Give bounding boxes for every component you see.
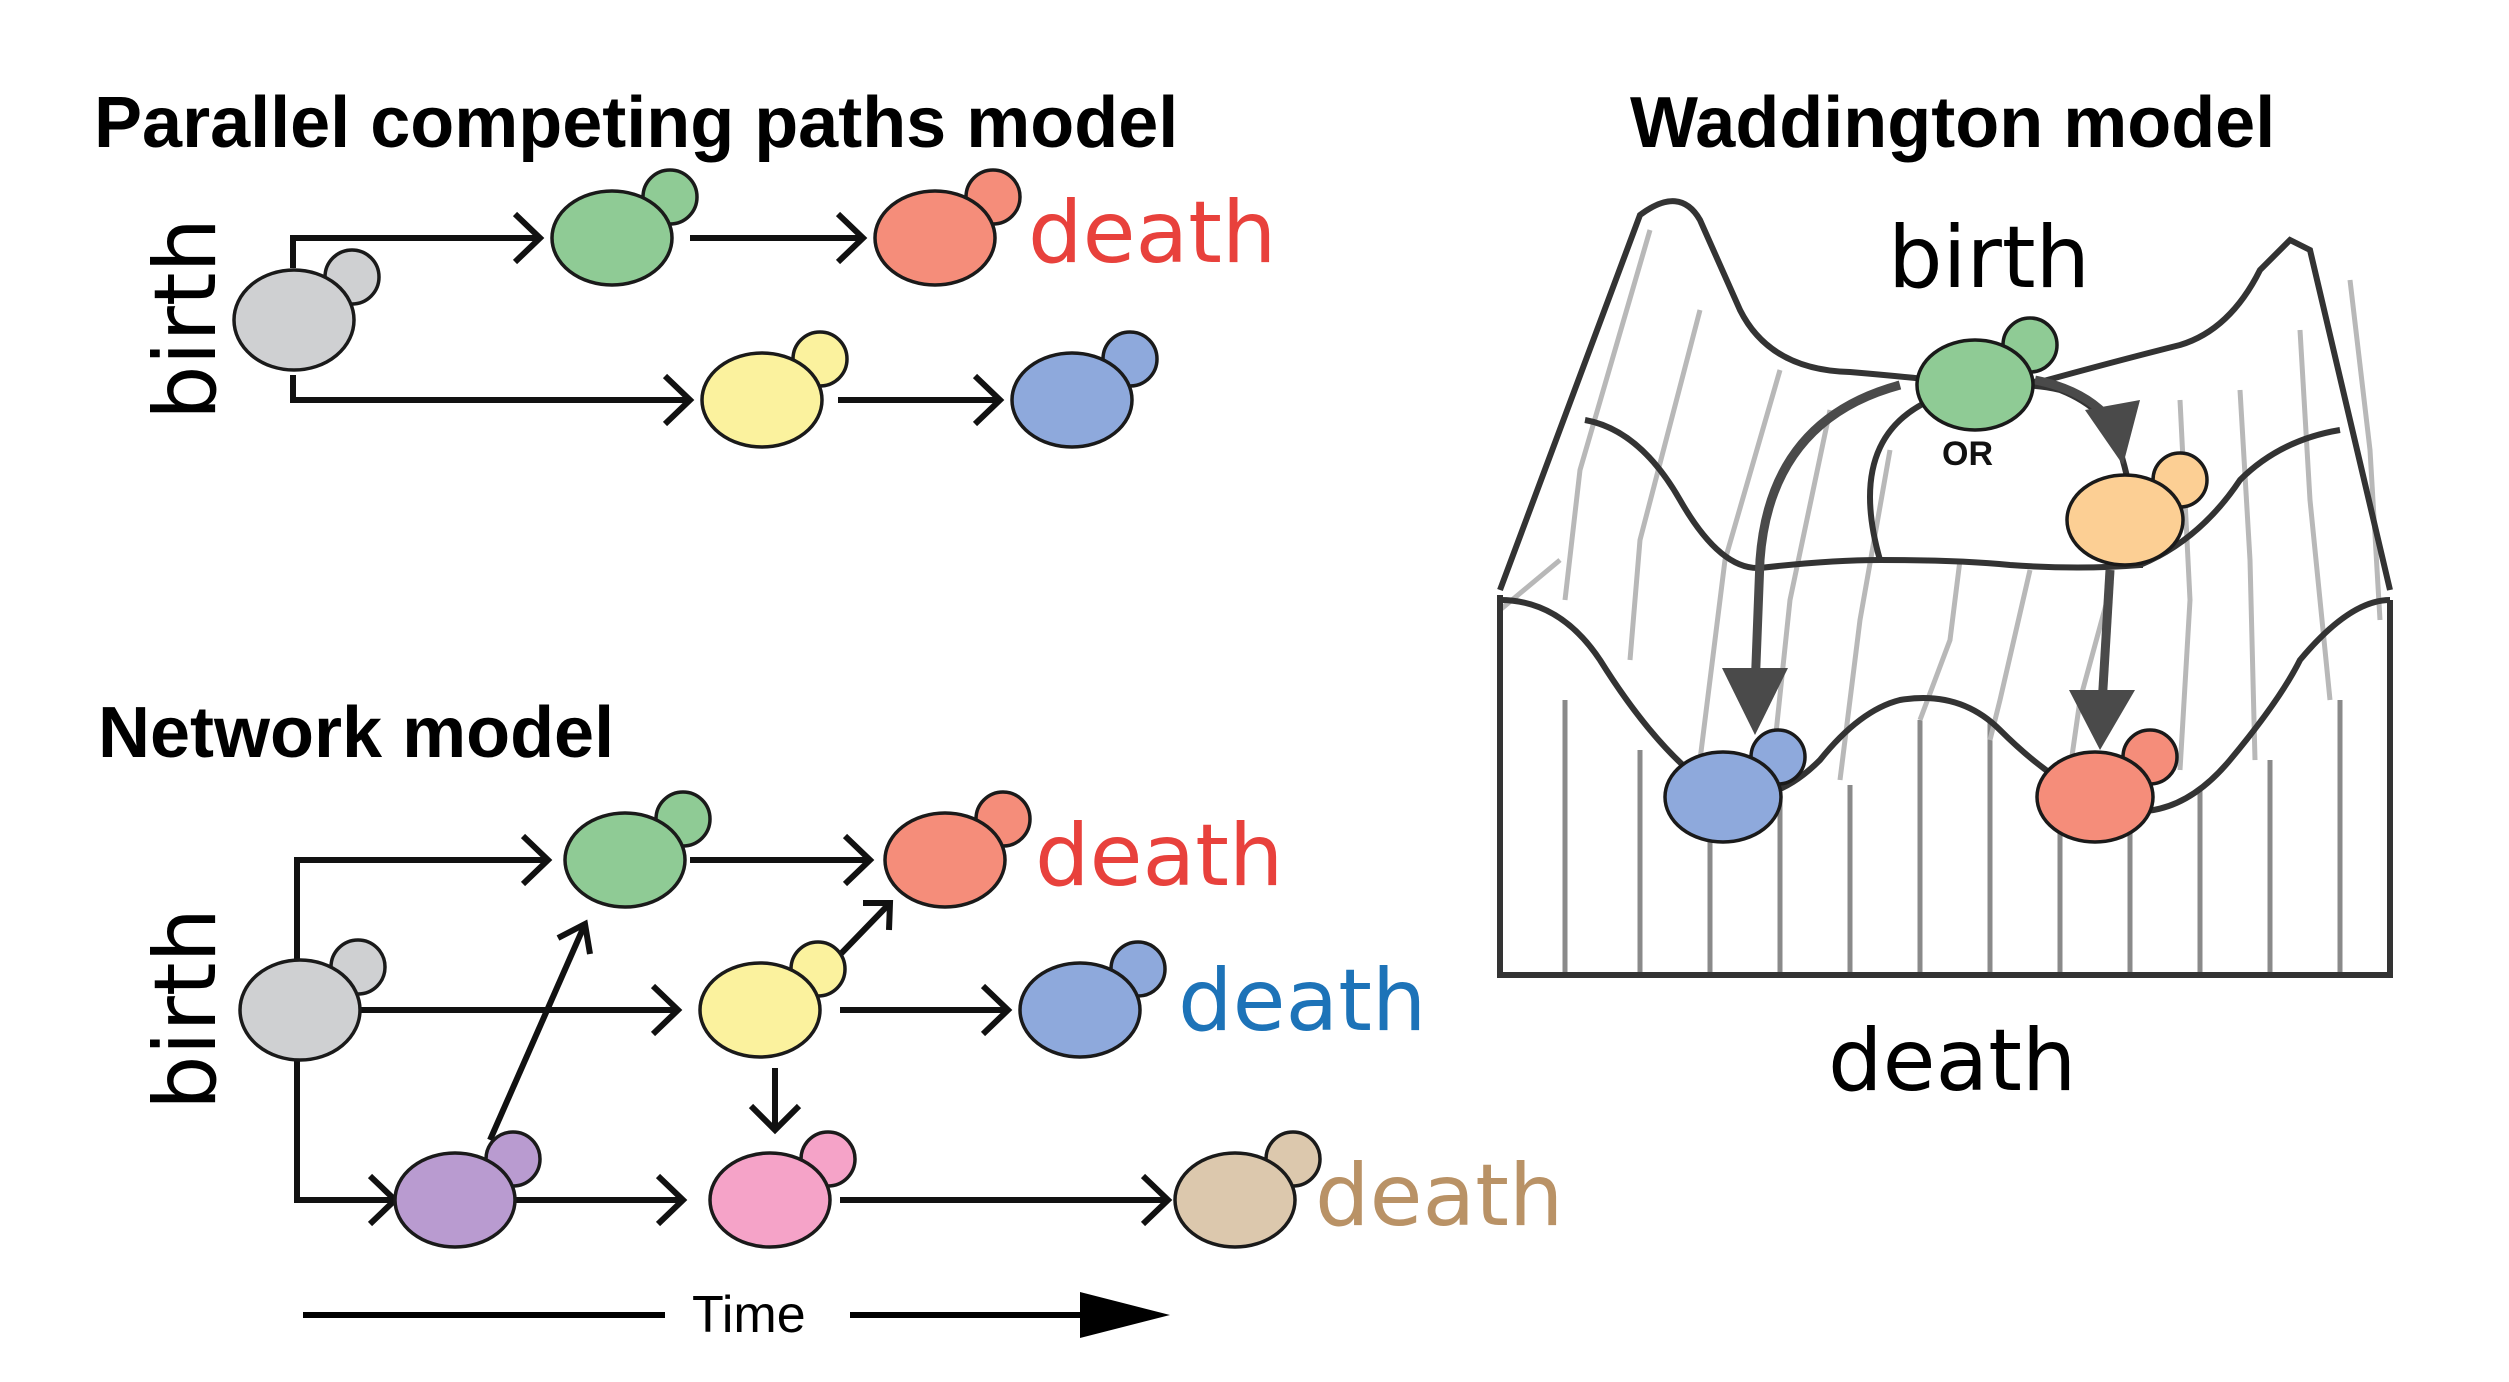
yeast-cell-red [2035,728,2179,844]
arrowhead [748,1103,802,1135]
yeast-cell-yellow [700,330,849,449]
arrowhead [650,983,683,1037]
parallel-birth-label: birth [136,218,236,420]
yeast-cell-gray [238,938,387,1062]
arrowhead [863,900,894,931]
arrow [290,375,690,403]
parallel-title: Parallel competing paths model [94,83,1178,163]
yeast-cell-green [1915,316,2059,432]
yeast-cell-gray [232,248,381,372]
network-death-label-blue: death [1178,951,1426,1051]
network-title: Network model [98,693,614,773]
yeast-cell-blue [1010,330,1159,449]
yeast-cell-pink [708,1130,857,1249]
network-birth-label: birth [136,908,236,1110]
arrowhead [655,1173,688,1227]
arrowhead [662,373,695,427]
arrowhead [980,983,1013,1037]
network-death-label-tan: death [1315,1146,1563,1246]
waddington-panel: Waddington model [1497,83,2393,1111]
waddington-death-label: death [1828,1011,2076,1111]
arrowhead [556,919,593,955]
parallel-panel: Parallel competing paths model birth [94,83,1276,449]
arrowhead [972,373,1005,427]
yeast-cell-red [873,168,1022,287]
network-death-label-red: death [1035,806,1283,906]
path-arrowhead-right [2069,690,2135,750]
path-arrowhead-left [1722,668,1788,735]
arrow [294,857,548,975]
landscape-front-grid [1562,700,2343,975]
arrowhead [520,833,553,887]
waddington-birth-label: birth [1888,208,2090,308]
arrowhead [1140,1173,1173,1227]
yeast-cell-orange [2065,451,2209,567]
yeast-cell-blue [1663,728,1807,844]
yeast-cell-tan [1173,1130,1322,1249]
or-label: OR [1942,435,1993,473]
yeast-cell-green [550,168,699,287]
waddington-title: Waddington model [1630,83,2275,163]
time-label: Time [692,1286,806,1344]
path-arrowhead-or [2085,400,2140,465]
yeast-cell-blue [1018,940,1167,1059]
yeast-cell-purple [393,1130,542,1249]
yeast-cell-yellow [698,940,847,1059]
arrow [487,922,588,1142]
path-arrow-right [2097,569,2115,706]
time-arrowhead [1080,1292,1170,1338]
arrowhead [512,211,545,265]
landscape-mid-contour [1584,417,2341,572]
arrow [290,235,540,268]
landscape-front-edge [1499,597,2391,815]
path-arrow-left [1750,380,1902,691]
yeast-cell-red [883,790,1032,909]
arrow [294,1050,395,1203]
arrowhead [835,211,868,265]
arrowhead [842,833,875,887]
parallel-death-label: death [1028,183,1276,283]
yeast-cell-green [563,790,712,909]
network-panel: Network model birth [98,693,1563,1344]
landscape-box [1497,595,2393,978]
